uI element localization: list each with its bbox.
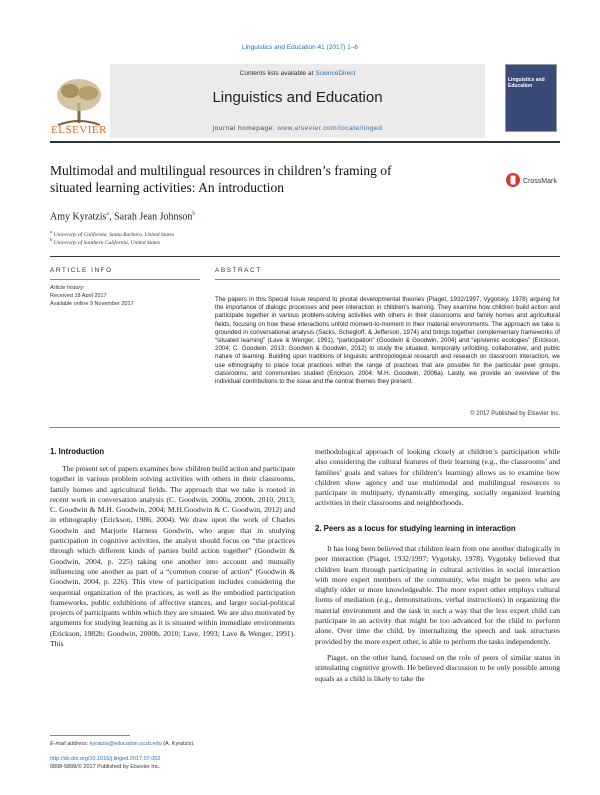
section-2-heading: 2. Peers as a locus for studying learnin…: [315, 524, 516, 533]
homepage-prefix: journal homepage:: [212, 125, 276, 132]
article-info-rule: [50, 279, 200, 280]
header-rule: [50, 141, 560, 143]
contents-line: Contents lists available at ScienceDirec…: [110, 70, 485, 77]
email-owner: (A. Kyratzis).: [163, 741, 195, 747]
article-title-line-2: situated learning activities: An introdu…: [50, 180, 284, 195]
intro-paragraph: The present set of papers examines how c…: [50, 464, 296, 649]
abstract-bottom-rule: [50, 427, 560, 428]
email-label: E-mail address:: [50, 741, 89, 747]
journal-title: Linguistics and Education: [212, 89, 383, 106]
issn-line: 0898-5898/© 2017 Published by Elsevier I…: [50, 764, 161, 770]
doi-text[interactable]: http://dx.doi.org/10.1016/j.linged.2017.…: [50, 756, 161, 762]
contents-prefix: Contents lists available at: [239, 70, 314, 77]
affiliation-mark: b: [50, 237, 53, 242]
affiliation-a: a University of California, Santa Barbar…: [50, 229, 174, 238]
sciencedirect-link[interactable]: ScienceDirect: [315, 70, 356, 77]
journal-cover-image: [505, 64, 557, 132]
affiliation-text: University of Southern California, Unite…: [53, 239, 160, 246]
homepage-line: journal homepage: www.elsevier.com/locat…: [110, 125, 485, 132]
affiliation-mark: a: [50, 229, 53, 234]
homepage-link[interactable]: www.elsevier.com/locate/linged: [277, 125, 383, 132]
author-name: Amy Kyratzis: [50, 211, 107, 223]
column-right-top: methodological approach of looking close…: [315, 447, 560, 509]
affiliation-text: University of California, Santa Barbara,…: [53, 231, 175, 238]
doi-link[interactable]: http://dx.doi.org/10.1016/j.linged.2017.…: [50, 756, 160, 762]
journal-citation[interactable]: Linguistics and Education 41 (2017) 1–6: [242, 44, 358, 51]
elsevier-logo-text: ELSEVIER: [51, 124, 107, 136]
elsevier-tree-logo: [50, 73, 108, 131]
author-list: Amy Kyratzisa, Sarah Jean Johnsonb: [50, 211, 196, 223]
article-title: Multimodal and multilingual resources in…: [50, 162, 470, 196]
received-date: Received 18 April 2017: [50, 293, 107, 299]
article-info-heading: ARTICLE INFO: [50, 267, 113, 274]
article-title-line-1: Multimodal and multilingual resources in…: [50, 163, 392, 178]
author-name: Sarah Jean Johnson: [114, 211, 193, 223]
available-date: Available online 9 November 2017: [50, 301, 134, 307]
email-footnote: E-mail address: kyratzis@education.ucsb.…: [50, 741, 195, 747]
intro-paragraph-continued: methodological approach of looking close…: [315, 447, 560, 508]
title-rule: [50, 256, 560, 257]
author-affiliation-mark[interactable]: b: [192, 211, 196, 217]
history-label: Article history:: [50, 285, 85, 291]
crossmark-icon[interactable]: CrossMark: [505, 172, 565, 188]
abstract-rule: [215, 279, 560, 280]
author-affiliation-mark[interactable]: a: [106, 211, 110, 217]
crossmark-label: CrossMark: [523, 178, 557, 185]
journal-header-box: [110, 64, 485, 138]
abstract-copyright: © 2017 Published by Elsevier Inc.: [470, 411, 560, 417]
section-2-paragraph-2: Piaget, on the other hand, focused on th…: [315, 652, 560, 683]
affiliation-b: b University of Southern California, Uni…: [50, 237, 160, 246]
email-link[interactable]: kyratzis@education.ucsb.edu: [89, 741, 162, 747]
journal-cover-title: Linguistics and Education: [508, 77, 545, 89]
abstract-text: The papers in this Special Issue respond…: [215, 296, 560, 386]
footnote-rule: [50, 735, 130, 736]
column-left: The present set of papers examines how c…: [50, 464, 295, 649]
column-right-bottom: It has long been believed that children …: [315, 544, 560, 684]
section-1-heading: 1. Introduction: [50, 447, 105, 456]
abstract-heading: ABSTRACT: [215, 267, 262, 274]
section-2-paragraph-1: It has long been believed that children …: [315, 544, 560, 646]
